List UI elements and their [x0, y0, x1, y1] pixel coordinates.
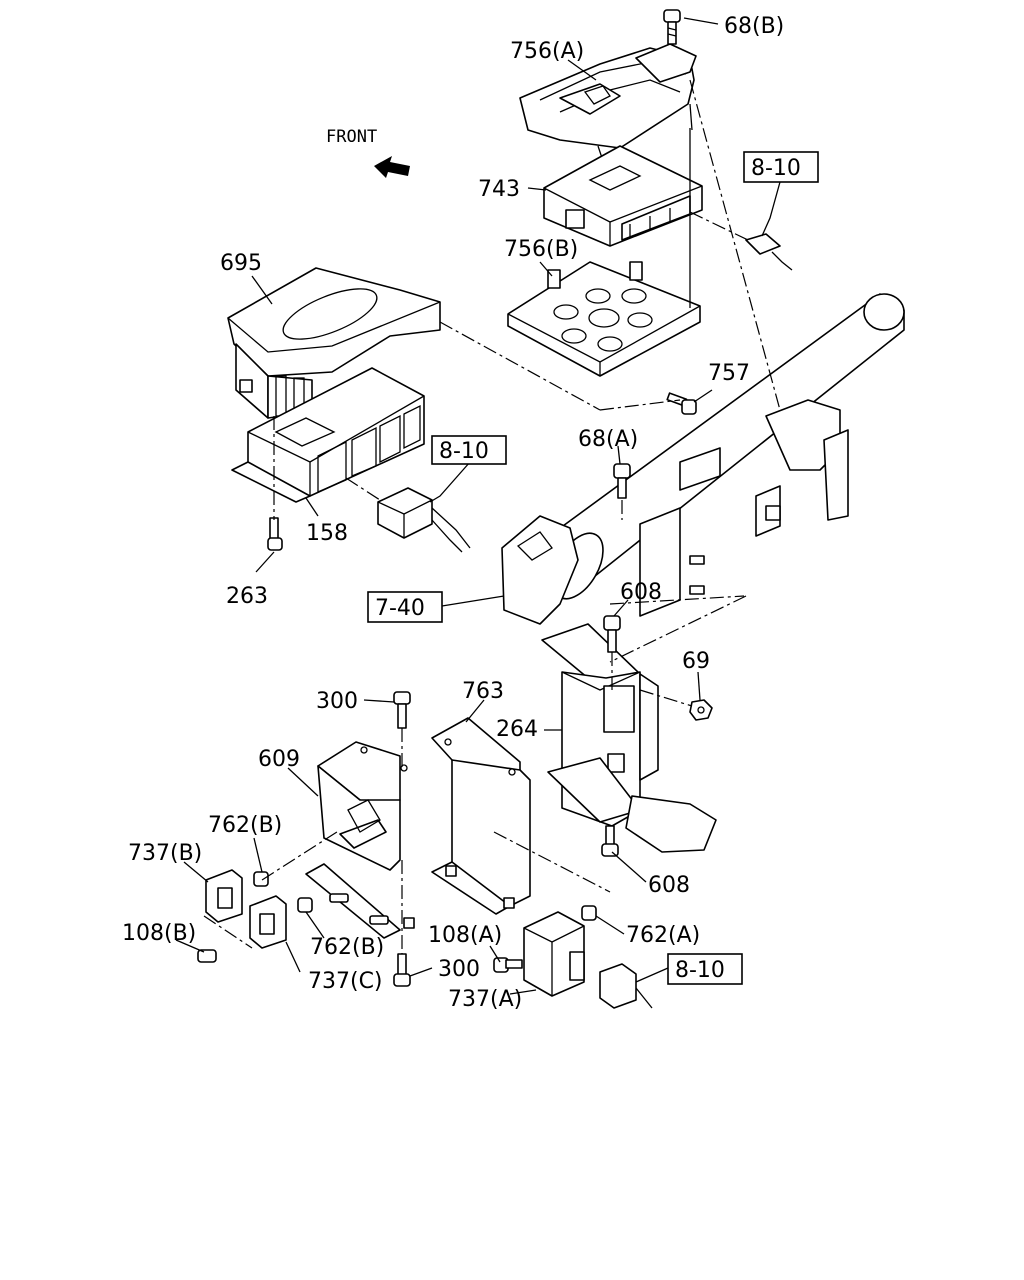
connector-middle — [377, 487, 471, 553]
label-69: 69 — [682, 649, 710, 674]
ref-box-8-10-lower — [667, 953, 743, 985]
bolt-68b — [663, 9, 681, 45]
cross-beam — [501, 293, 905, 625]
label-762b-lower: 762(B) — [310, 935, 384, 960]
label-737a: 737(A) — [448, 987, 522, 1012]
label-108a: 108(A) — [428, 923, 502, 948]
bracket-695 — [227, 267, 441, 419]
connector-lower — [599, 963, 653, 1009]
relay-737a — [523, 911, 585, 997]
label-68b: 68(B) — [724, 14, 784, 39]
relay-737b — [205, 869, 243, 923]
label-737b: 737(B) — [128, 841, 202, 866]
label-763: 763 — [462, 679, 504, 704]
label-158: 158 — [306, 521, 348, 546]
label-108b: 108(B) — [122, 921, 196, 946]
front-label: FRONT — [326, 127, 377, 147]
bolt-300-upper — [393, 691, 411, 729]
bolt-608-lower — [601, 825, 619, 857]
bolt-300-lower — [393, 953, 411, 987]
label-300-upper: 300 — [316, 689, 358, 714]
screw-108a — [493, 957, 523, 973]
bracket-756a — [519, 43, 697, 171]
label-737c: 737(C) — [308, 969, 383, 994]
label-8-10-upper: 8-10 — [751, 156, 801, 181]
label-756a: 756(A) — [510, 39, 584, 64]
control-unit-743 — [543, 145, 703, 247]
label-743: 743 — [478, 177, 520, 202]
screw-left — [197, 949, 217, 963]
label-695: 695 — [220, 251, 262, 276]
screw-middle — [329, 893, 389, 925]
label-68a: 68(A) — [578, 427, 638, 452]
module-158 — [231, 367, 425, 503]
label-300-lower: 300 — [438, 957, 480, 982]
nut-69 — [689, 699, 713, 721]
connector-upper — [745, 233, 793, 271]
ref-box-7-40 — [367, 591, 443, 623]
clip-762a — [581, 905, 597, 921]
label-762b-upper: 762(B) — [208, 813, 282, 838]
label-7-40: 7-40 — [375, 596, 425, 621]
bolt-757 — [666, 392, 697, 415]
label-8-10-lower: 8-10 — [675, 958, 725, 983]
label-609: 609 — [258, 747, 300, 772]
label-608-lower: 608 — [648, 873, 690, 898]
label-263: 263 — [226, 584, 268, 609]
bracket-264 — [541, 623, 717, 853]
bolt-263 — [267, 517, 283, 551]
label-608-upper: 608 — [620, 580, 662, 605]
bracket-763 — [431, 717, 531, 915]
clip-762b-upper — [253, 871, 269, 887]
clip-762b-lower — [297, 897, 313, 913]
bracket-756b — [507, 261, 701, 377]
front-arrow-icon — [374, 156, 410, 178]
bolt-68a — [613, 463, 631, 499]
bracket-609 — [305, 741, 415, 939]
relay-737c — [249, 895, 287, 949]
ref-box-8-10-upper — [743, 151, 819, 183]
label-756b: 756(B) — [504, 237, 578, 262]
label-8-10-middle: 8-10 — [439, 439, 489, 464]
label-762a: 762(A) — [626, 923, 700, 948]
label-264: 264 — [496, 717, 538, 742]
ref-box-8-10-middle — [431, 435, 507, 465]
label-757: 757 — [708, 361, 750, 386]
